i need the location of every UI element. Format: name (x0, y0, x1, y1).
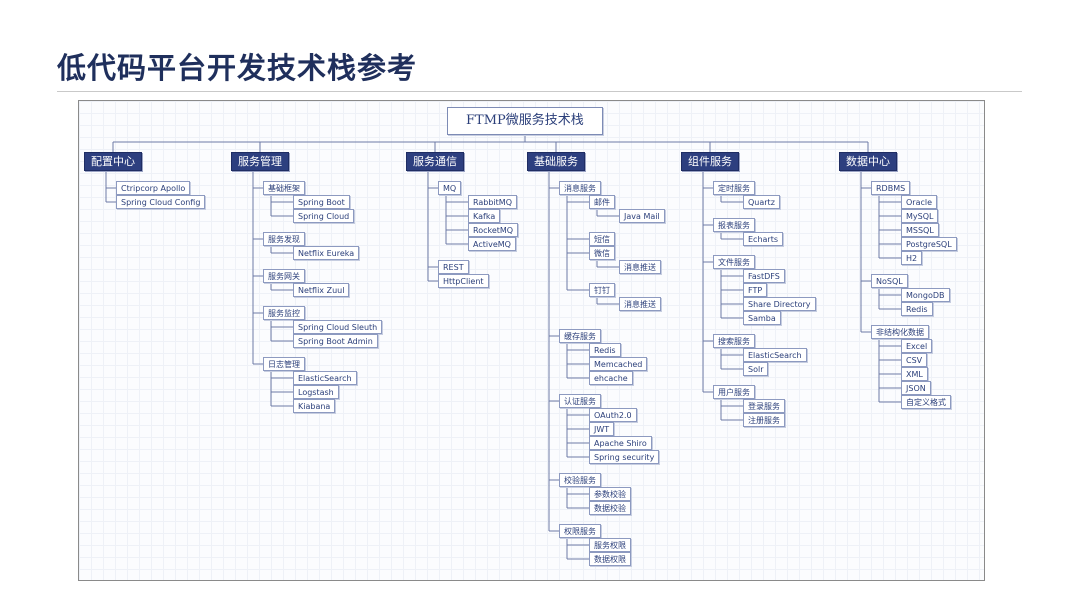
tree-node: 缓存服务 (559, 329, 601, 343)
tree-node: 校验服务 (559, 473, 601, 487)
tree-node: 服务网关 (263, 269, 305, 283)
tree-node: Redis (589, 343, 621, 357)
tree-node: 基础框架 (263, 181, 305, 195)
tree-node: 日志管理 (263, 357, 305, 371)
tree-node: HttpClient (438, 274, 489, 288)
tree-node: ElasticSearch (293, 371, 357, 385)
tree-node: 数据权限 (589, 552, 631, 566)
tree-node: 定时服务 (713, 181, 755, 195)
tree-node: MQ (438, 181, 462, 195)
tree-node: Kafka (468, 209, 501, 223)
tree-node: 消息服务 (559, 181, 601, 195)
tree-node: Logstash (293, 385, 339, 399)
tree-node: Share Directory (743, 297, 816, 311)
tree-node: RabbitMQ (468, 195, 517, 209)
tree-node: 数据校验 (589, 501, 631, 515)
page-title: 低代码平台开发技术栈参考 (57, 51, 418, 85)
tree-node: RocketMQ (468, 223, 519, 237)
tree-node: Oracle (901, 195, 938, 209)
tree-node: 文件服务 (713, 255, 755, 269)
tree-node: MongoDB (901, 288, 950, 302)
tree-node: Samba (743, 311, 781, 325)
tree-node: Apache Shiro (589, 436, 652, 450)
tree-node: 报表服务 (713, 218, 755, 232)
category-node: 服务通信 (406, 152, 464, 171)
tree-node: JWT (589, 422, 615, 436)
tree-node: 消息推送 (619, 297, 661, 311)
category-node: 基础服务 (527, 152, 585, 171)
tree-node: Spring Cloud Sleuth (293, 320, 383, 334)
tree-node: 权限服务 (559, 524, 601, 538)
tree-node: Redis (901, 302, 933, 316)
tree-node: 登录服务 (743, 399, 785, 413)
tree-node: Spring Cloud Config (116, 195, 206, 209)
tree-node: Java Mail (619, 209, 665, 223)
tree-node: 认证服务 (559, 394, 601, 408)
tree-node: Spring Boot (293, 195, 350, 209)
tree-node: 用户服务 (713, 385, 755, 399)
tree-node: Kiabana (293, 399, 336, 413)
tree-node: 微信 (589, 246, 615, 260)
category-node: 数据中心 (839, 152, 897, 171)
tree-node: Netflix Eureka (293, 246, 360, 260)
tree-node: 钉钉 (589, 283, 615, 297)
tree-node: 非结构化数据 (871, 325, 929, 339)
tree-node: 邮件 (589, 195, 615, 209)
tree-node: Spring Cloud (293, 209, 355, 223)
tree-node: 搜索服务 (713, 334, 755, 348)
tree-node: Ctripcorp Apollo (116, 181, 191, 195)
tree-node: 自定义格式 (901, 395, 951, 409)
tree-node: RDBMS (871, 181, 911, 195)
tree-node: 短信 (589, 232, 615, 246)
tree-connectors (105, 135, 901, 560)
tree-node: Netflix Zuul (293, 283, 350, 297)
tree-node: 服务监控 (263, 306, 305, 320)
root-node: FTMP微服务技术栈 (447, 107, 603, 135)
category-node: 服务管理 (231, 152, 289, 171)
tree-node: Excel (901, 339, 933, 353)
tree-node: NoSQL (871, 274, 908, 288)
title-divider (57, 91, 1022, 92)
tree-node: CSV (901, 353, 928, 367)
tree-node: JSON (901, 381, 931, 395)
tree-node: ActiveMQ (468, 237, 516, 251)
tree-node: Quartz (743, 195, 780, 209)
tree-node: 服务权限 (589, 538, 631, 552)
tree-node: H2 (901, 251, 923, 265)
tree-node: 注册服务 (743, 413, 785, 427)
tree-node: MSSQL (901, 223, 939, 237)
tree-node: FastDFS (743, 269, 785, 283)
tree-node: Spring security (589, 450, 660, 464)
tree-node: 参数校验 (589, 487, 631, 501)
tree-node: OAuth2.0 (589, 408, 637, 422)
tree-node: ElasticSearch (743, 348, 807, 362)
tree-node: Spring Boot Admin (293, 334, 378, 348)
tree-node: XML (901, 367, 928, 381)
tree-node: Echarts (743, 232, 784, 246)
tree-node: Memcached (589, 357, 648, 371)
category-node: 组件服务 (681, 152, 739, 171)
tree-node: FTP (743, 283, 768, 297)
tree-node: 服务发现 (263, 232, 305, 246)
tree-node: 消息推送 (619, 260, 661, 274)
tree-node: PostgreSQL (901, 237, 957, 251)
tree-node: MySQL (901, 209, 939, 223)
tree-node: Solr (743, 362, 769, 376)
category-node: 配置中心 (84, 152, 142, 171)
tree-node: REST (438, 260, 469, 274)
tree-node: ehcache (589, 371, 633, 385)
